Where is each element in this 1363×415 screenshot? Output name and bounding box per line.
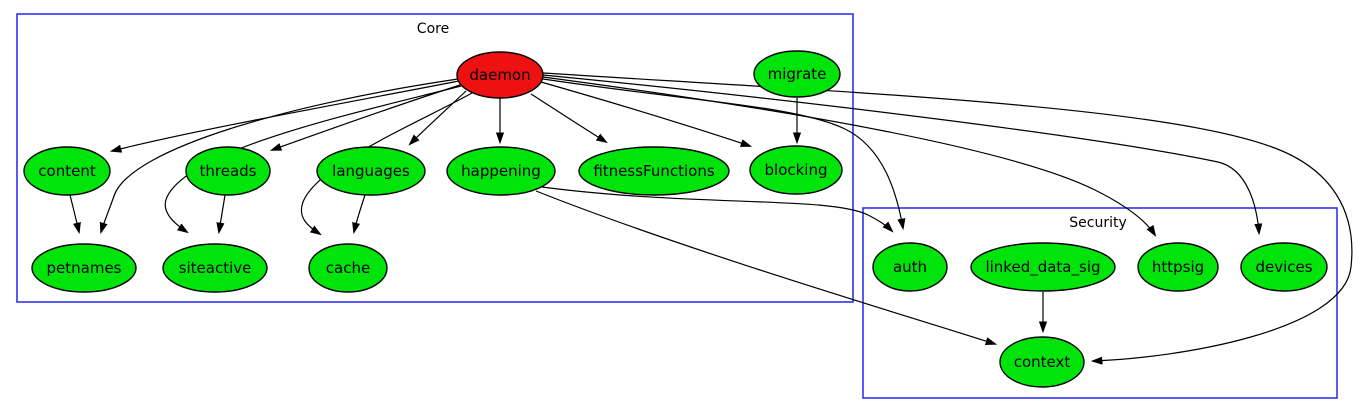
node-httpsig: httpsig [1137, 242, 1219, 292]
edge-daemon-httpsig [542, 76, 1155, 235]
edge-languages-cache [354, 194, 366, 232]
node-daemon-label: daemon [469, 66, 530, 84]
node-daemon-shape [456, 51, 544, 99]
edge-daemon-context [542, 72, 1353, 361]
node-threads-label: threads [200, 162, 257, 180]
edge-daemon-content [112, 80, 460, 151]
edge-content-petnames [69, 194, 79, 232]
edge-happening-auth [541, 186, 892, 231]
node-fitnessFunctions: fitnessFunctions [578, 146, 730, 196]
node-devices-shape [1240, 242, 1328, 292]
node-auth-label: auth [893, 258, 927, 276]
cluster-security-border [862, 207, 1338, 399]
edge-daemon-petnames [101, 78, 459, 232]
node-httpsig-label: httpsig [1152, 258, 1204, 276]
cluster-core-label: Core [417, 21, 449, 37]
edge-daemon-fitnessFunctions [530, 93, 606, 142]
node-cache-shape [308, 243, 388, 293]
edge-daemon-cache [300, 92, 473, 234]
node-petnames-shape [31, 243, 137, 293]
cluster-security-label: Security [1069, 215, 1127, 231]
node-happening-label: happening [461, 162, 541, 180]
node-petnames: petnames [31, 243, 137, 293]
edge-daemon-languages [410, 90, 467, 144]
node-cache-label: cache [326, 259, 370, 277]
node-devices-label: devices [1255, 258, 1312, 276]
node-daemon: daemon [456, 51, 544, 99]
edge-daemon-devices [542, 74, 1259, 233]
node-context-shape [999, 336, 1085, 388]
node-blocking-label: blocking [765, 161, 828, 179]
edge-happening-context [535, 190, 995, 344]
node-devices: devices [1240, 242, 1328, 292]
node-siteactive: siteactive [162, 243, 268, 293]
node-linked_data_sig: linked_data_sig [970, 242, 1116, 292]
edge-daemon-auth [542, 78, 903, 228]
node-happening: happening [446, 146, 556, 196]
node-migrate-label: migrate [768, 65, 827, 83]
node-siteactive-label: siteactive [179, 259, 252, 277]
node-blocking-shape [749, 145, 843, 195]
node-migrate: migrate [753, 50, 841, 98]
node-petnames-label: petnames [47, 259, 122, 277]
edge-daemon-blocking [540, 81, 750, 146]
node-siteactive-shape [162, 243, 268, 293]
node-content-shape [23, 146, 111, 196]
node-auth-shape [872, 242, 948, 292]
node-fitnessFunctions-shape [578, 146, 730, 196]
node-linked_data_sig-label: linked_data_sig [985, 258, 1100, 277]
node-content-label: content [38, 162, 96, 180]
cluster-core-border [16, 13, 854, 303]
node-context-label: context [1014, 353, 1071, 371]
node-content: content [23, 146, 111, 196]
node-languages-shape [316, 146, 426, 196]
node-migrate-shape [753, 50, 841, 98]
node-threads-shape [185, 146, 271, 196]
node-blocking: blocking [749, 145, 843, 195]
node-httpsig-shape [1137, 242, 1219, 292]
node-auth: auth [872, 242, 948, 292]
node-fitnessFunctions-label: fitnessFunctions [593, 162, 714, 180]
node-languages-label: languages [332, 162, 410, 180]
node-threads: threads [185, 146, 271, 196]
edge-threads-siteactive [219, 194, 226, 232]
node-languages: languages [316, 146, 426, 196]
node-context: context [999, 336, 1085, 388]
node-happening-shape [446, 146, 556, 196]
node-linked_data_sig-shape [970, 242, 1116, 292]
node-cache: cache [308, 243, 388, 293]
